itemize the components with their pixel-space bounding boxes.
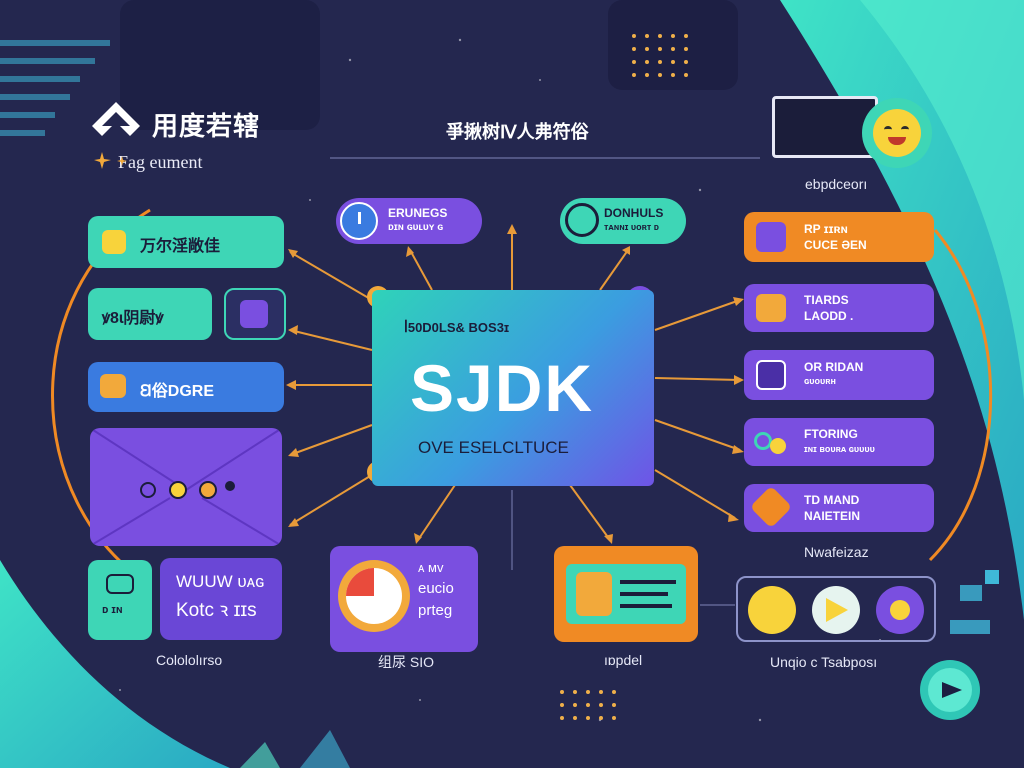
gears-icon	[754, 426, 790, 458]
left-item-1-label: 万尔淫敞佳	[140, 238, 221, 255]
bottom-mid-caption: 组尿 SIO	[378, 654, 435, 670]
right-item-1[interactable]: RP ɪɪʀɴ CUCE ƏEN	[744, 212, 934, 262]
smiley-face-icon	[873, 109, 921, 157]
envelope-icon	[90, 428, 282, 546]
right-item-4[interactable]: FTORING ɪɴɪ ʙᴏᴜʀᴀ ɢᴜᴜᴜᴜ	[744, 418, 934, 466]
right-item-2[interactable]: TIARDS LAODD .	[744, 284, 934, 332]
bottom-left-icon-text: ᴅ ɪɴ	[102, 604, 123, 616]
right-item-5[interactable]: TD MAND NAIETEIN	[744, 484, 934, 532]
center-bottom-text: OVE ESELCLTUCE	[418, 438, 569, 457]
top-chip-1[interactable]: ERUNEGS ᴅɪɴ ɢᴜʟᴜʏ ɢ	[336, 198, 482, 244]
bottom-mid-line1: ᴀ ᴍᴠ	[418, 560, 444, 575]
center-logo-text: SJDK	[410, 351, 595, 425]
bottom-left-line1: WUUW ᴜᴀɢ	[176, 572, 265, 591]
dot-grid-bottom	[560, 690, 616, 720]
top-chip-2[interactable]: DONHULS ᴛᴀɴɴɪ ᴜᴏʀᴛ ᴅ	[560, 198, 686, 244]
right-item-4-line2: ɪɴɪ ʙᴏᴜʀᴀ ɢᴜᴜᴜᴜ	[804, 444, 875, 454]
icon-tray[interactable]	[736, 576, 936, 642]
flag-icon	[100, 374, 126, 398]
right-item-2-line2: LAODD .	[804, 309, 854, 323]
bottom-right-caption: ıɒpdel	[604, 652, 643, 668]
puzzle-piece-icon	[749, 485, 793, 529]
central-sdk-card[interactable]: ꟾ50D0LS& BOS3ɪ SJDK OVE ESELCLTUCE	[372, 290, 654, 486]
gauge-icon	[565, 203, 599, 237]
teal-swoosh-left	[0, 560, 230, 768]
puzzle-icon	[576, 572, 612, 616]
calendar-icon	[756, 360, 786, 390]
play-icon[interactable]	[812, 586, 860, 634]
clock-icon	[340, 202, 378, 240]
logo-title: 用度若辖	[152, 111, 261, 141]
top-chip-1-line2: ᴅɪɴ ɢᴜʟᴜʏ ɢ	[388, 222, 444, 233]
left-item-3-label: Ꞛ俗DGRE	[140, 383, 215, 400]
left-item-2-label: ꝟ8ɩ阴尉ꝟ	[102, 310, 164, 327]
cube-icon	[240, 300, 268, 328]
right-item-3[interactable]: OR RIDAN ɢᴜᴏᴜʀʜ	[744, 350, 934, 400]
mountain-logo-icon	[92, 102, 140, 136]
dot-grid-top	[632, 34, 688, 77]
preview-caption: ebpdceorı	[805, 176, 868, 192]
folder-icon	[102, 230, 126, 254]
left-item-2-icon-box[interactable]	[224, 288, 286, 340]
right-item-3-line1: OR RIDAN	[804, 360, 864, 374]
logo-block[interactable]: 用度若辖 Fag eument	[90, 100, 290, 180]
logo-subtitle: Fag eument	[118, 152, 203, 172]
connector-arrows	[289, 228, 741, 541]
left-item-1[interactable]: 万尔淫敞佳	[88, 216, 284, 268]
header-center-title: 爭揪树Ⅳ人弗符俗	[446, 122, 589, 142]
orbit-arc-right	[928, 229, 993, 562]
preview-window[interactable]	[772, 96, 878, 158]
envelope-card[interactable]	[90, 428, 282, 546]
coin-icon[interactable]	[876, 586, 924, 634]
sun-icon[interactable]	[748, 586, 796, 634]
left-item-2[interactable]: ꝟ8ɩ阴尉ꝟ	[88, 288, 212, 340]
bottom-mid-line3: prteg	[418, 602, 453, 619]
smiley-badge[interactable]	[862, 98, 932, 168]
bottom-left-icon-card[interactable]: ᴅ ɪɴ	[88, 560, 152, 640]
bottom-mid-card[interactable]: ᴀ ᴍᴠ eucio prteg	[330, 546, 478, 652]
left-stripes	[0, 40, 110, 136]
top-chip-2-line2: ᴛᴀɴɴɪ ᴜᴏʀᴛ ᴅ	[604, 222, 659, 232]
center-top-text: ꟾ50D0LS& BOS3ɪ	[404, 320, 510, 335]
grid-icon	[106, 574, 134, 594]
sparkle-icon	[94, 152, 127, 169]
top-chip-1-line1: ERUNEGS	[388, 206, 448, 220]
left-item-3[interactable]: Ꞛ俗DGRE	[88, 362, 284, 412]
top-chip-2-line1: DONHULS	[604, 206, 664, 220]
layers-icon	[756, 294, 786, 322]
right-item-5-line1: TD MAND	[804, 493, 860, 507]
pie-chart-icon	[338, 560, 410, 632]
right-mid-caption: Nwafeizaz	[804, 544, 869, 560]
right-item-1-line1: RP ɪɪʀɴ	[804, 222, 848, 236]
right-item-2-line1: TIARDS	[804, 293, 849, 307]
right-item-5-line2: NAIETEIN	[804, 509, 861, 523]
bottom-left-line2: Kotc ꝛ ɪɪs	[176, 600, 257, 621]
bottom-mid-line2: eucio	[418, 580, 454, 597]
right-item-3-line2: ɢᴜᴏᴜʀʜ	[804, 376, 836, 386]
right-item-4-line1: FTORING	[804, 427, 858, 441]
bottom-left-caption: Colololırso	[156, 652, 223, 668]
bottom-far-caption: Unqio c Tsabposı	[770, 654, 878, 670]
user-icon	[756, 222, 786, 252]
bottom-left-text-card[interactable]: WUUW ᴜᴀɢ Kotc ꝛ ɪɪs	[160, 558, 282, 640]
right-item-1-line2: CUCE ƏEN	[804, 238, 867, 252]
bottom-right-card[interactable]	[554, 546, 698, 642]
